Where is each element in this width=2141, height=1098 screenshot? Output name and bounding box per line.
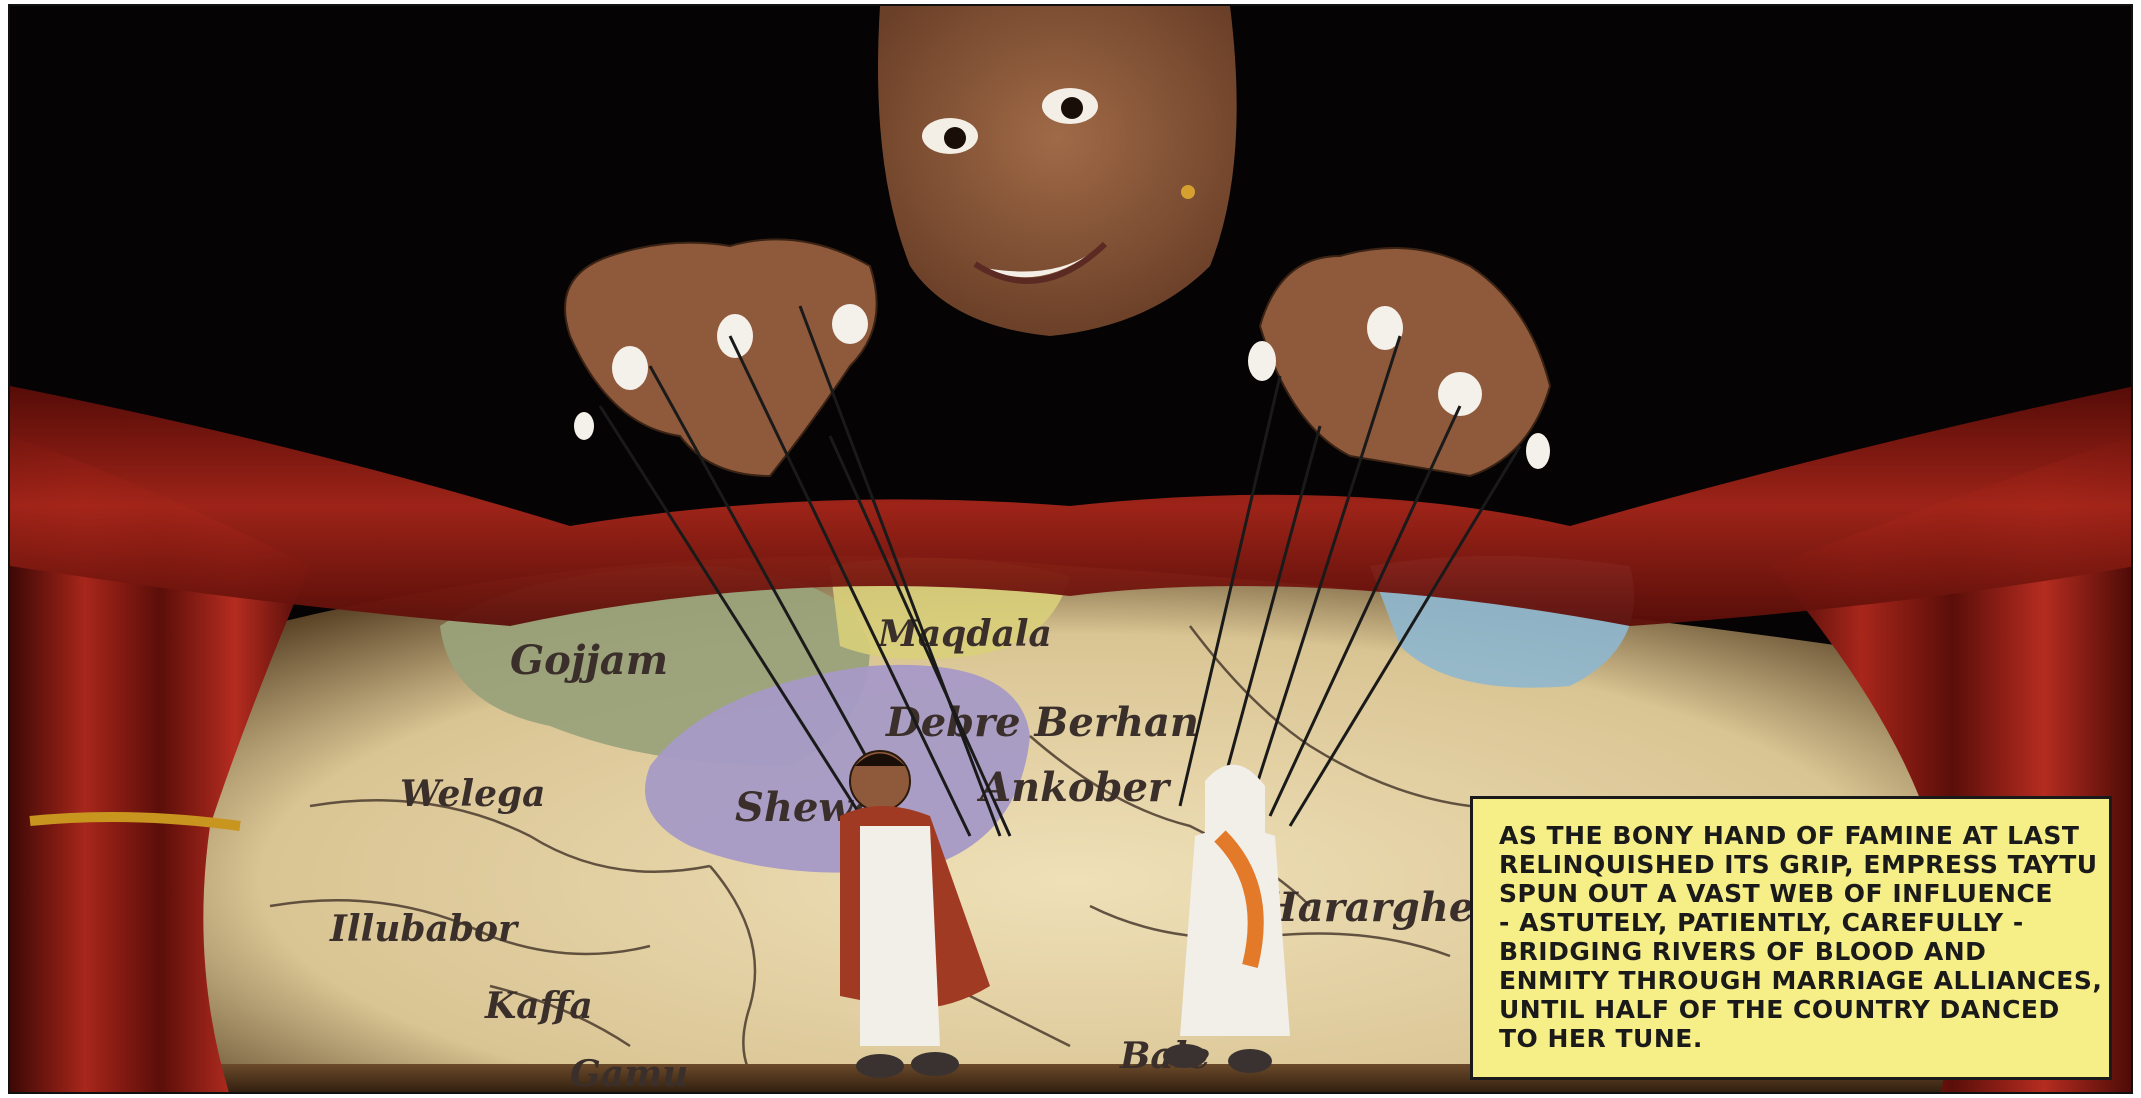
comic-panel: Gojjam Maqdala Debre Berhan Welega Shewa… bbox=[8, 4, 2133, 1094]
left-hand bbox=[564, 238, 878, 478]
curtain-valance bbox=[10, 386, 2131, 626]
label-kaffa: Kaffa bbox=[484, 985, 593, 1027]
caption-line: - astutely, patiently, carefully - bbox=[1499, 908, 2024, 937]
puppet-man bbox=[840, 750, 990, 1078]
hands bbox=[564, 238, 1552, 478]
caption-line: As the bony hand of famine at last bbox=[1499, 821, 2080, 850]
empress-taytu-face bbox=[878, 6, 1237, 336]
label-debre-berhan: Debre Berhan bbox=[885, 699, 1199, 746]
left-curtain bbox=[10, 436, 310, 1092]
right-hand bbox=[1258, 247, 1552, 478]
caption-box: As the bony hand of famine at last relin… bbox=[1470, 796, 2112, 1080]
earring bbox=[1181, 185, 1195, 199]
label-gamu: Gamu bbox=[570, 1053, 688, 1094]
map-labels: Gojjam Maqdala Debre Berhan Welega Shewa… bbox=[329, 613, 1474, 1094]
smile bbox=[980, 246, 1100, 278]
caption-line: spun out a vast web of influence bbox=[1499, 879, 2053, 908]
label-welega: Welega bbox=[400, 773, 545, 815]
curtain-tieback bbox=[29, 812, 241, 831]
caption-line: to her tune. bbox=[1499, 1024, 1703, 1053]
label-illubabor: Illubabor bbox=[329, 908, 520, 950]
label-hararghe: Hararghe bbox=[1259, 884, 1474, 931]
label-maqdala: Maqdala bbox=[876, 613, 1052, 655]
puppet-woman bbox=[1163, 764, 1290, 1073]
caption-line: enmity through marriage alliances, bbox=[1499, 966, 2103, 995]
caption-line: bridging rivers of blood and bbox=[1499, 937, 1987, 966]
caption-line: relinquished its grip, Empress Taytu bbox=[1499, 850, 2098, 879]
label-gojjam: Gojjam bbox=[510, 637, 668, 684]
label-ankober: Ankober bbox=[976, 764, 1172, 811]
caption-line: until half of the country danced bbox=[1499, 995, 2060, 1024]
shewa-region bbox=[645, 664, 1030, 873]
